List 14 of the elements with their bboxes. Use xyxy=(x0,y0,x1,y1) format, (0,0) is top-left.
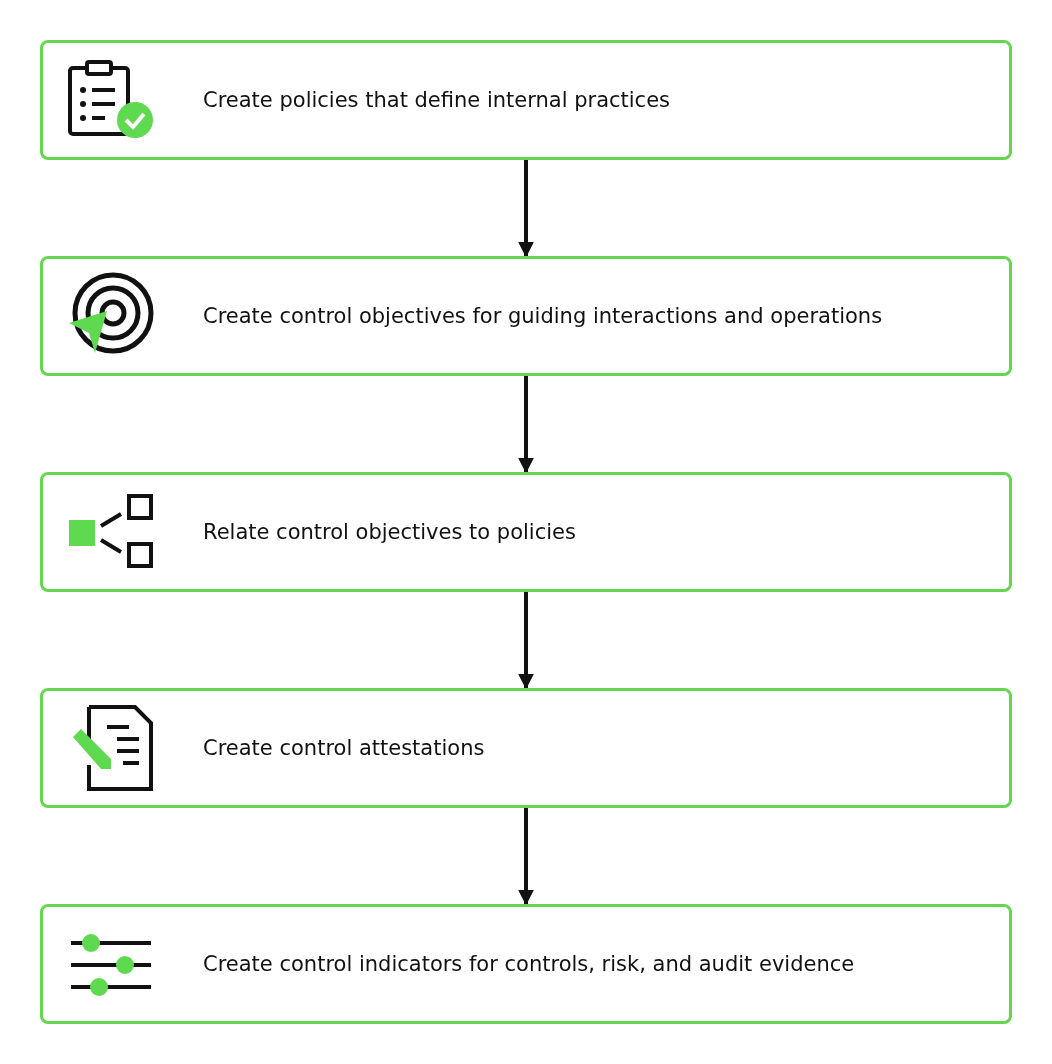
arrow xyxy=(518,376,534,474)
step-box xyxy=(40,40,1012,160)
step-text: Create control indicators for controls, risk, and audit evidence xyxy=(203,952,856,976)
step-text: Create policies that define internal practices xyxy=(203,88,672,112)
step-text: Create control objectives for guiding interactions and operations xyxy=(203,304,884,328)
arrow xyxy=(518,160,534,258)
step-text: Relate control objectives to policies xyxy=(203,520,577,544)
step-box xyxy=(40,472,1012,592)
arrow xyxy=(518,808,534,906)
step-box xyxy=(40,688,1012,808)
arrow xyxy=(518,592,534,690)
step-box xyxy=(40,904,1012,1024)
step-box xyxy=(40,256,1012,376)
step-text: Create control attestations xyxy=(203,736,486,760)
